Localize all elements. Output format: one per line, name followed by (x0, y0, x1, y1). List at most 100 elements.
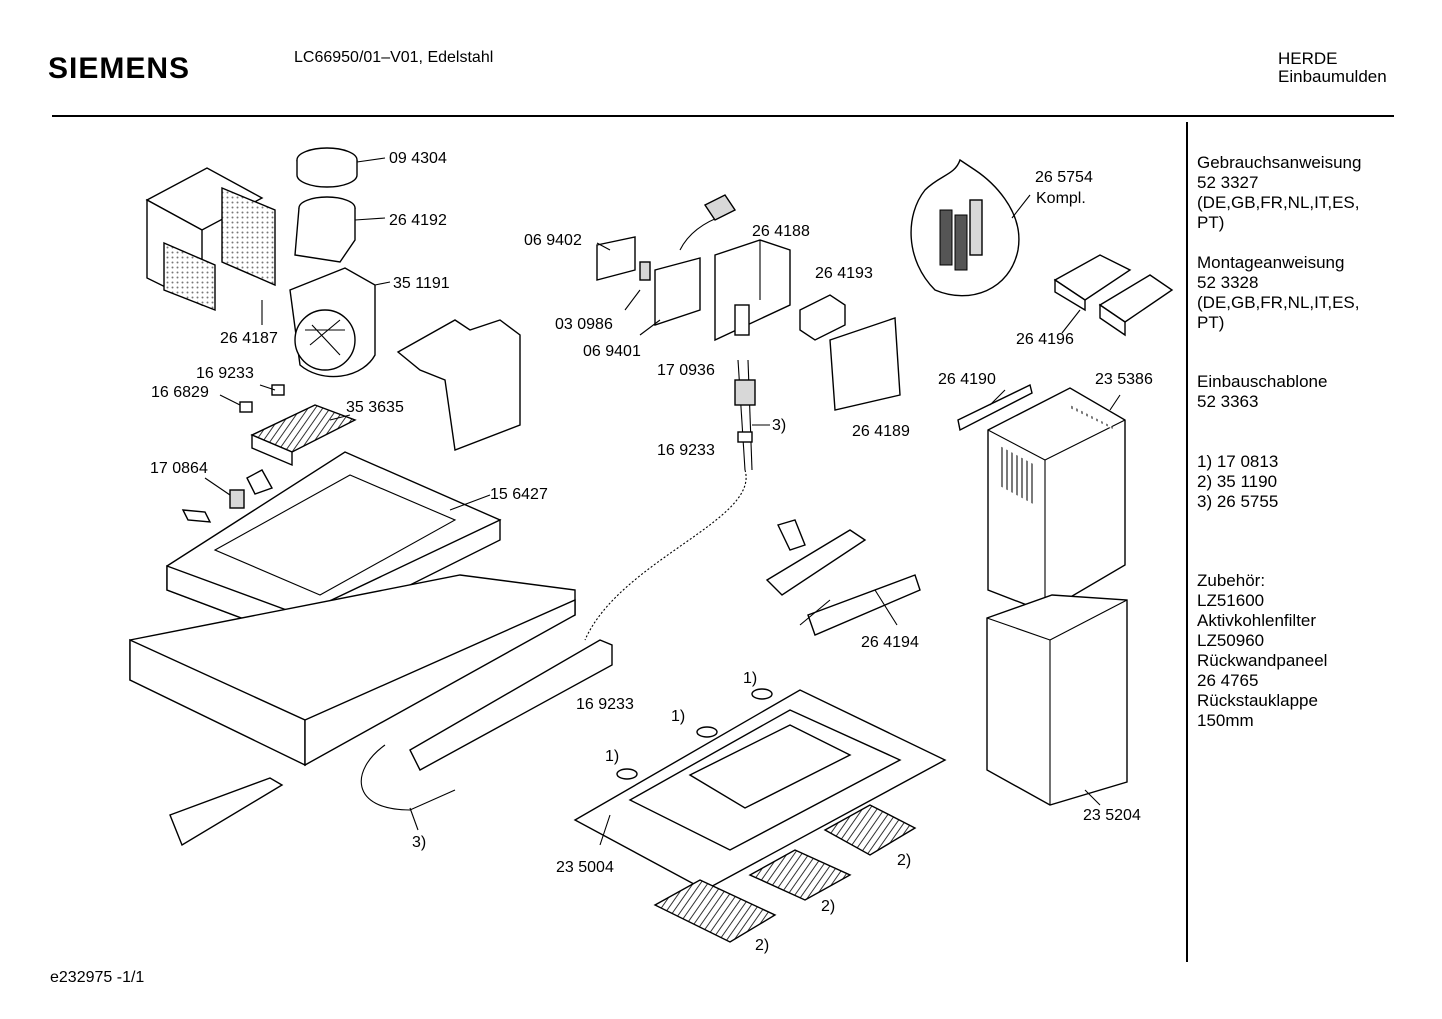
doc-block-installation: Montageanweisung 52 3328 (DE,GB,FR,NL,IT… (1197, 253, 1359, 333)
part-label: 26 4196 (1016, 331, 1074, 348)
category-line-1: HERDE (1278, 49, 1338, 68)
sidebar-divider (1186, 122, 1188, 962)
carbon-filter-shape (823, 804, 917, 856)
part-label: 26 4190 (938, 371, 996, 388)
part-label: 16 9233 (576, 696, 634, 713)
part-label: 26 4192 (389, 212, 447, 229)
cable-shape (360, 744, 456, 811)
part-label: 26 4193 (815, 265, 873, 282)
part-label: 3) (412, 834, 426, 851)
lower-chimney-shape (986, 594, 1128, 806)
category-line-2: Einbaumulden (1278, 67, 1387, 86)
part-label: 26 4189 (852, 423, 910, 440)
rail-shape (409, 639, 613, 771)
doc-line: 52 3363 (1197, 392, 1259, 411)
part-label: 26 4188 (752, 223, 810, 240)
doc-line: 52 3327 (1197, 173, 1259, 192)
lower-hood-shape (573, 688, 947, 891)
wall-bracket-shape (957, 383, 1033, 432)
part-label: 17 0864 (150, 460, 208, 477)
category: HERDE Einbaumulden (1278, 50, 1387, 86)
duct-ring-shape (294, 147, 358, 263)
footnote-line: 1) 17 0813 (1197, 452, 1279, 471)
accessory-line: LZ51600 (1197, 591, 1265, 610)
part-label: 03 0986 (555, 316, 613, 333)
footer-code: e232975 -1/1 (50, 969, 145, 986)
part-label: 1) (671, 708, 685, 725)
bracket-plate-shape (396, 319, 521, 451)
small-bracket-shape (181, 509, 212, 523)
part-label: 06 9402 (524, 232, 582, 249)
exploded-parts-diagram: 09 4304 26 4192 35 1191 26 4187 16 9233 … (129, 147, 1174, 954)
part-label: 06 9401 (583, 343, 641, 360)
part-label: 26 4187 (220, 330, 278, 347)
footnote-line: 3) 26 5755 (1197, 492, 1279, 511)
part-label: 3) (772, 417, 786, 434)
footnote-line: 2) 35 1190 (1197, 472, 1278, 491)
doc-line: (DE,GB,FR,NL,IT,ES, (1197, 293, 1360, 312)
part-label: 26 4194 (861, 634, 919, 651)
housing-shape (714, 239, 791, 342)
footnote-block: 1) 17 0813 2) 35 1190 3) 26 5755 (1197, 452, 1278, 512)
doc-line: PT) (1197, 313, 1225, 332)
clip-shape (239, 401, 253, 413)
part-label: 09 4304 (389, 150, 447, 167)
clip-shape (271, 384, 285, 396)
cover-panel-shape (829, 317, 901, 411)
part-label: 17 0936 (657, 362, 715, 379)
pcb-shape (596, 236, 636, 281)
brand-logo: SIEMENS (48, 52, 191, 85)
doc-line: Einbauschablone (1197, 372, 1328, 391)
part-label: 15 6427 (490, 486, 548, 503)
header-divider (52, 115, 1394, 117)
part-labels: 09 4304 26 4192 35 1191 26 4187 16 9233 … (150, 150, 1153, 954)
control-box-shape (654, 257, 701, 326)
part-label: Kompl. (1036, 190, 1086, 207)
doc-block-template: Einbauschablone 52 3363 (1197, 372, 1327, 412)
part-label: 2) (821, 898, 835, 915)
light-unit-shape (765, 519, 921, 636)
doc-line: PT) (1197, 213, 1225, 232)
accessory-line: Aktivkohlenfilter (1197, 611, 1317, 630)
part-label: 23 5386 (1095, 371, 1153, 388)
carbon-filter-shape (653, 879, 777, 943)
fan-motor-shape (289, 267, 376, 378)
doc-line: (DE,GB,FR,NL,IT,ES, (1197, 193, 1360, 212)
parts-bag-shape (910, 158, 1020, 297)
carbon-filter-shape (748, 849, 852, 901)
doc-block-manual: Gebrauchsanweisung 52 3327 (DE,GB,FR,NL,… (1197, 153, 1361, 233)
part-label: 16 6829 (151, 384, 209, 401)
doc-line: Gebrauchsanweisung (1197, 153, 1362, 172)
part-label: 26 5754 (1035, 169, 1093, 186)
plug-shape (703, 194, 737, 221)
part-label: 1) (743, 670, 757, 687)
wiring-cable-shape (584, 469, 747, 641)
part-label: 16 9233 (196, 365, 254, 382)
spacer-parts-shape (1053, 254, 1174, 337)
part-label: 2) (897, 852, 911, 869)
part-label: 35 3635 (346, 399, 404, 416)
doc-line: 52 3328 (1197, 273, 1259, 292)
part-label: 23 5004 (556, 859, 614, 876)
leader-lines (204, 157, 1121, 846)
latch-shape (229, 489, 245, 509)
accessory-line: 26 4765 (1197, 671, 1259, 690)
part-label: 23 5204 (1083, 807, 1141, 824)
small-bracket-shape (246, 469, 274, 495)
accessory-line: Rückwandpaneel (1197, 651, 1328, 670)
part-label: 16 9233 (657, 442, 715, 459)
power-cord-shape (679, 214, 726, 251)
connector-harness-shape (734, 359, 756, 471)
filter-frame-shape (145, 167, 276, 312)
grease-filter-shape (250, 404, 357, 467)
accessory-line: Rückstauklappe (1197, 691, 1318, 710)
part-label: 35 1191 (393, 275, 450, 292)
accessory-line: Zubehör: (1197, 571, 1266, 590)
accessory-line: LZ50960 (1197, 631, 1265, 650)
accessory-line: 150mm (1197, 711, 1254, 730)
connector-shape (639, 261, 651, 281)
accessories-block: Zubehör: LZ51600 Aktivkohlenfilter LZ509… (1197, 571, 1327, 731)
part-label: 1) (605, 748, 619, 765)
upper-chimney-shape (987, 387, 1126, 613)
doc-line: Montageanweisung (1197, 253, 1345, 272)
